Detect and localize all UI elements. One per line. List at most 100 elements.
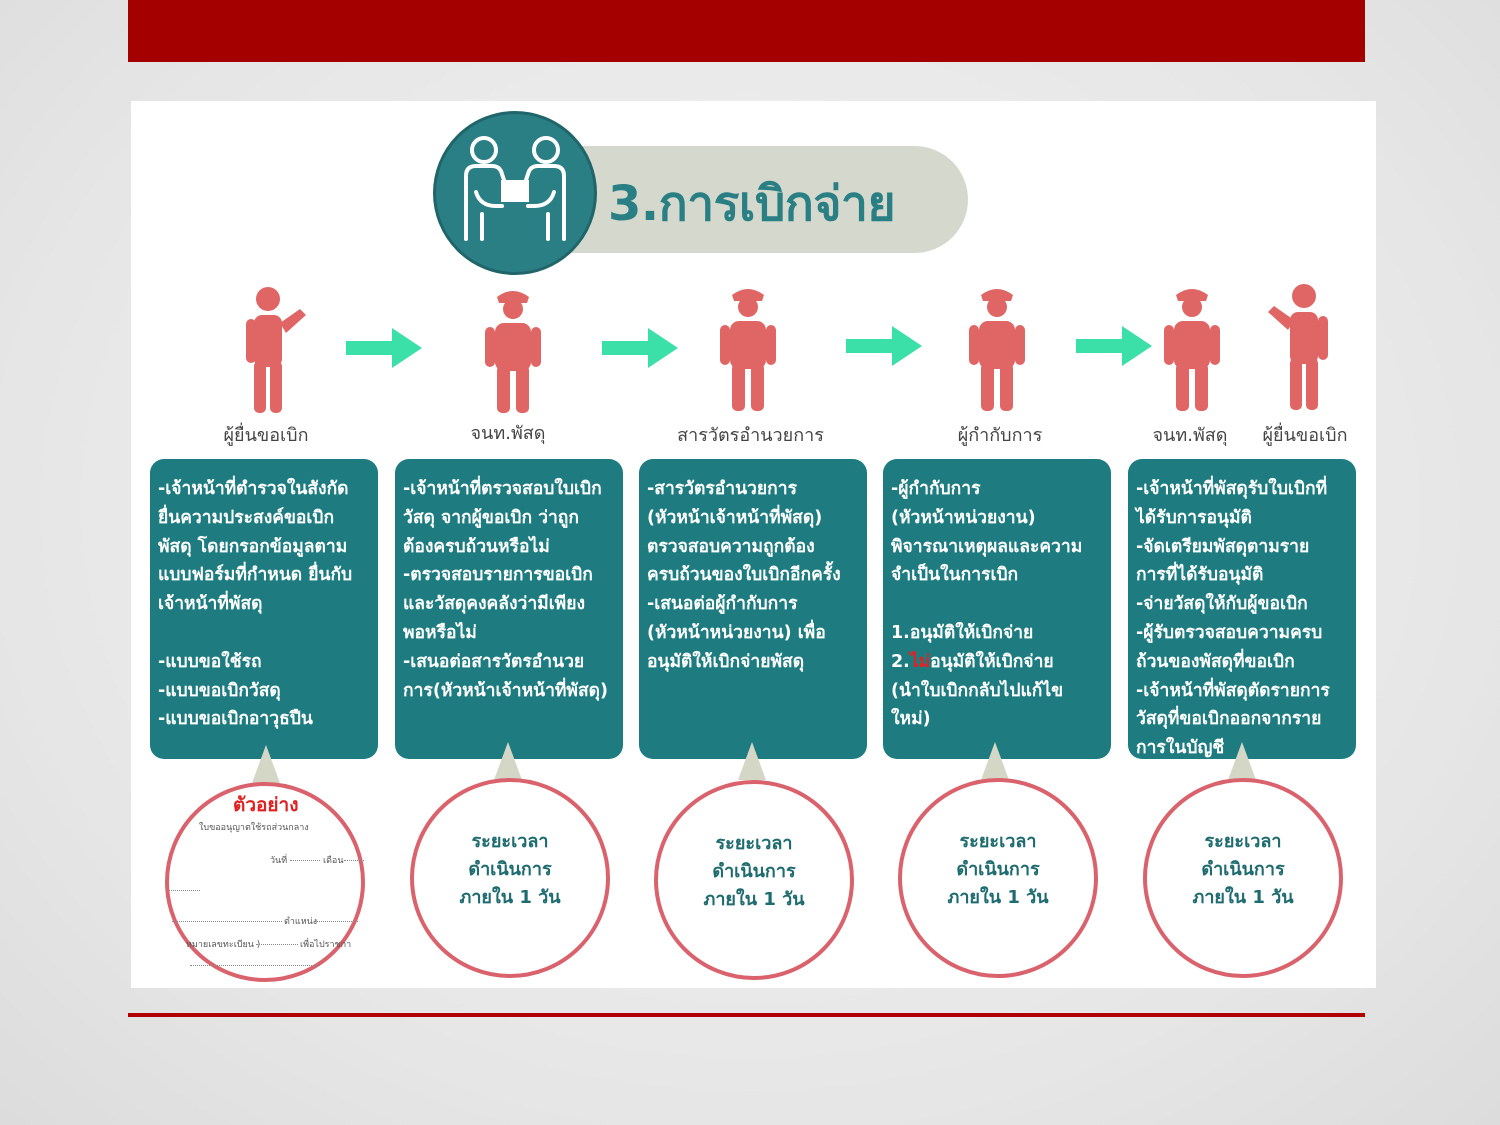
callout-pointer — [494, 742, 522, 780]
box-line: -แบบขอเบิกอาวุธปืน — [158, 709, 313, 730]
sample-dots — [168, 890, 200, 891]
box-line: แบบฟอร์มที่กำหนด ยื่นกับ — [158, 565, 353, 586]
reject-prefix: 2. — [891, 651, 910, 672]
box-line: (นำใบเบิกกลับไปแก้ไข — [891, 680, 1064, 701]
arrow-3-icon — [846, 326, 922, 366]
reject-emphasis: ไม่ — [909, 651, 931, 672]
duration-bubble — [654, 780, 854, 980]
box-line: การ(หัวหน้าเจ้าหน้าที่พัสดุ) — [403, 680, 609, 701]
sample-dots — [172, 921, 282, 922]
callout-pointer — [252, 745, 280, 783]
step-box-2: -เจ้าหน้าที่ตรวจสอบใบเบิก วัสดุ จากผู้ขอ… — [395, 459, 623, 759]
sample-position-label: ตำแหน่ง — [284, 917, 318, 927]
title-icon-circle — [433, 111, 597, 275]
box-line: ครบถ้วนของใบเบิกอีกครั้ง — [647, 565, 841, 586]
duration-line-2: ดำเนินการ — [468, 859, 552, 880]
box-line: -แบบขอเบิกวัสดุ — [158, 680, 281, 701]
sample-month-label: เดือน — [323, 856, 344, 866]
box-line: ยื่นความประสงค์ขอเบิก — [158, 507, 335, 528]
bottom-accent-line — [128, 1013, 1365, 1017]
person-officer-1-icon — [485, 291, 541, 413]
duration-text: ระยะเวลา ดำเนินการ ภายใน 1 วัน — [410, 828, 610, 912]
box-line: พอหรือไม่ — [403, 622, 477, 643]
duration-bubble — [1143, 778, 1343, 978]
sample-form-title: ใบขออนุญาตใช้รถส่วนกลาง — [199, 823, 309, 833]
role-label: จนท.พัสดุ — [470, 423, 546, 444]
box-line: -ตรวจสอบรายการขอเบิก — [403, 565, 593, 586]
sample-form-bubble — [165, 782, 365, 982]
sample-dots — [344, 860, 364, 861]
box-line: -เจ้าหน้าที่ตรวจสอบใบเบิก — [403, 479, 602, 499]
box-line: การที่ได้รับอนุมัติ — [1136, 565, 1264, 586]
arrow-2-icon — [602, 328, 678, 368]
box-line: ได้รับการอนุมัติ — [1136, 507, 1252, 528]
sample-plate-label: หมายเลขทะเบียน ) — [186, 940, 261, 950]
box-line — [891, 590, 1103, 619]
step-box-5: -เจ้าหน้าที่พัสดุรับใบเบิกที่ ได้รับการอ… — [1128, 459, 1356, 759]
box-line: -เสนอต่อสารวัตรอำนวย — [403, 651, 585, 672]
box-line: -แบบขอใช้รถ — [158, 651, 262, 672]
step-box-4: -ผู้กำกับการ (หัวหน้าหน่วยงาน) พิจารณาเห… — [883, 459, 1111, 759]
role-label: จนท.พัสดุ — [1152, 425, 1228, 446]
box-line: ใหม่) — [891, 709, 931, 730]
duration-line-3: ภายใน 1 วัน — [459, 887, 561, 908]
box-line: -สารวัตรอำนวยการ — [647, 479, 797, 499]
box-line: ตรวจสอบความถูกต้อง — [647, 536, 815, 557]
sample-dots — [314, 921, 358, 922]
duration-line-2: ดำเนินการ — [1201, 859, 1285, 880]
sample-purpose-label: เพื่อไปราชกา — [300, 940, 352, 950]
box-line: เจ้าหน้าที่พัสดุ — [158, 594, 263, 615]
duration-line-1: ระยะเวลา — [715, 833, 793, 854]
duration-text: ระยะเวลา ดำเนินการ ภายใน 1 วัน — [654, 830, 854, 914]
top-accent-bar — [128, 0, 1365, 62]
box-line: พิจารณาเหตุผลและความ — [891, 536, 1083, 557]
callout-pointer — [738, 742, 766, 780]
box-line: -เจ้าหน้าที่พัสดุรับใบเบิกที่ — [1136, 479, 1328, 499]
duration-bubble — [898, 778, 1098, 978]
box-line — [158, 619, 370, 648]
box-line: (หัวหน้าหน่วยงาน) — [891, 507, 1036, 528]
role-label: ผู้ยื่นขอเบิก — [1262, 425, 1348, 446]
duration-text: ระยะเวลา ดำเนินการ ภายใน 1 วัน — [1143, 828, 1343, 912]
box-line: และวัสดุคงคลังว่ามีเพียง — [403, 594, 586, 615]
person-recipient-icon — [1268, 284, 1328, 410]
box-line: วัสดุที่ขอเบิกออกจากราย — [1136, 709, 1322, 730]
box-line: การในบัญชี — [1136, 738, 1225, 759]
sample-title: ตัวอย่าง — [233, 794, 299, 816]
duration-line-2: ดำเนินการ — [956, 859, 1040, 880]
box-line: ถ้วนของพัสดุที่ขอเบิก — [1136, 651, 1295, 672]
person-officer-2-icon — [720, 289, 776, 411]
box-line: (หัวหน้าหน่วยงาน) เพื่อ — [647, 622, 826, 643]
box-line: ต้องครบถ้วนหรือไม่ — [403, 536, 550, 557]
box-line-reject: 2.ไม่อนุมัติให้เบิกจ่าย — [891, 648, 1103, 677]
duration-line-3: ภายใน 1 วัน — [947, 887, 1049, 908]
step-box-3: -สารวัตรอำนวยการ (หัวหน้าเจ้าหน้าที่พัสด… — [639, 459, 867, 759]
duration-line-1: ระยะเวลา — [1204, 831, 1282, 852]
box-line: วัสดุ จากผู้ขอเบิก ว่าถูก — [403, 507, 579, 528]
duration-line-1: ระยะเวลา — [471, 831, 549, 852]
step-box-1: -เจ้าหน้าที่ตำรวจในสังกัด ยื่นความประสงค… — [150, 459, 378, 759]
role-label: สารวัตรอำนวยการ — [677, 425, 824, 446]
role-label: ผู้ยื่นขอเบิก — [223, 425, 309, 446]
box-line: -เจ้าหน้าที่ตำรวจในสังกัด — [158, 479, 349, 499]
duration-line-3: ภายใน 1 วัน — [1192, 887, 1294, 908]
box-line: -ผู้กำกับการ — [891, 479, 981, 499]
person-officer-3-icon — [1164, 289, 1220, 411]
role-label: ผู้กำกับการ — [957, 425, 1043, 446]
box-line: -ผู้รับตรวจสอบความครบ — [1136, 622, 1323, 643]
page-title: 3.การเบิกจ่าย — [608, 176, 896, 232]
sample-dots — [290, 860, 320, 861]
duration-bubble — [410, 778, 610, 978]
person-superintendent-icon — [969, 289, 1025, 411]
box-line: 1.อนุมัติให้เบิกจ่าย — [891, 622, 1034, 643]
sample-dots — [190, 965, 320, 966]
reject-rest: อนุมัติให้เบิกจ่าย — [930, 651, 1054, 672]
box-line: พัสดุ โดยกรอกข้อมูลตาม — [158, 536, 348, 557]
person-applicant-icon — [246, 287, 306, 413]
arrow-1-icon — [346, 328, 422, 368]
box-line: จำเป็นในการเบิก — [891, 565, 1019, 586]
box-line: -เสนอต่อผู้กำกับการ — [647, 594, 798, 615]
duration-text: ระยะเวลา ดำเนินการ ภายใน 1 วัน — [898, 828, 1098, 912]
box-line: -เจ้าหน้าที่พัสดุตัดรายการ — [1136, 680, 1330, 701]
handover-icon — [464, 136, 566, 241]
